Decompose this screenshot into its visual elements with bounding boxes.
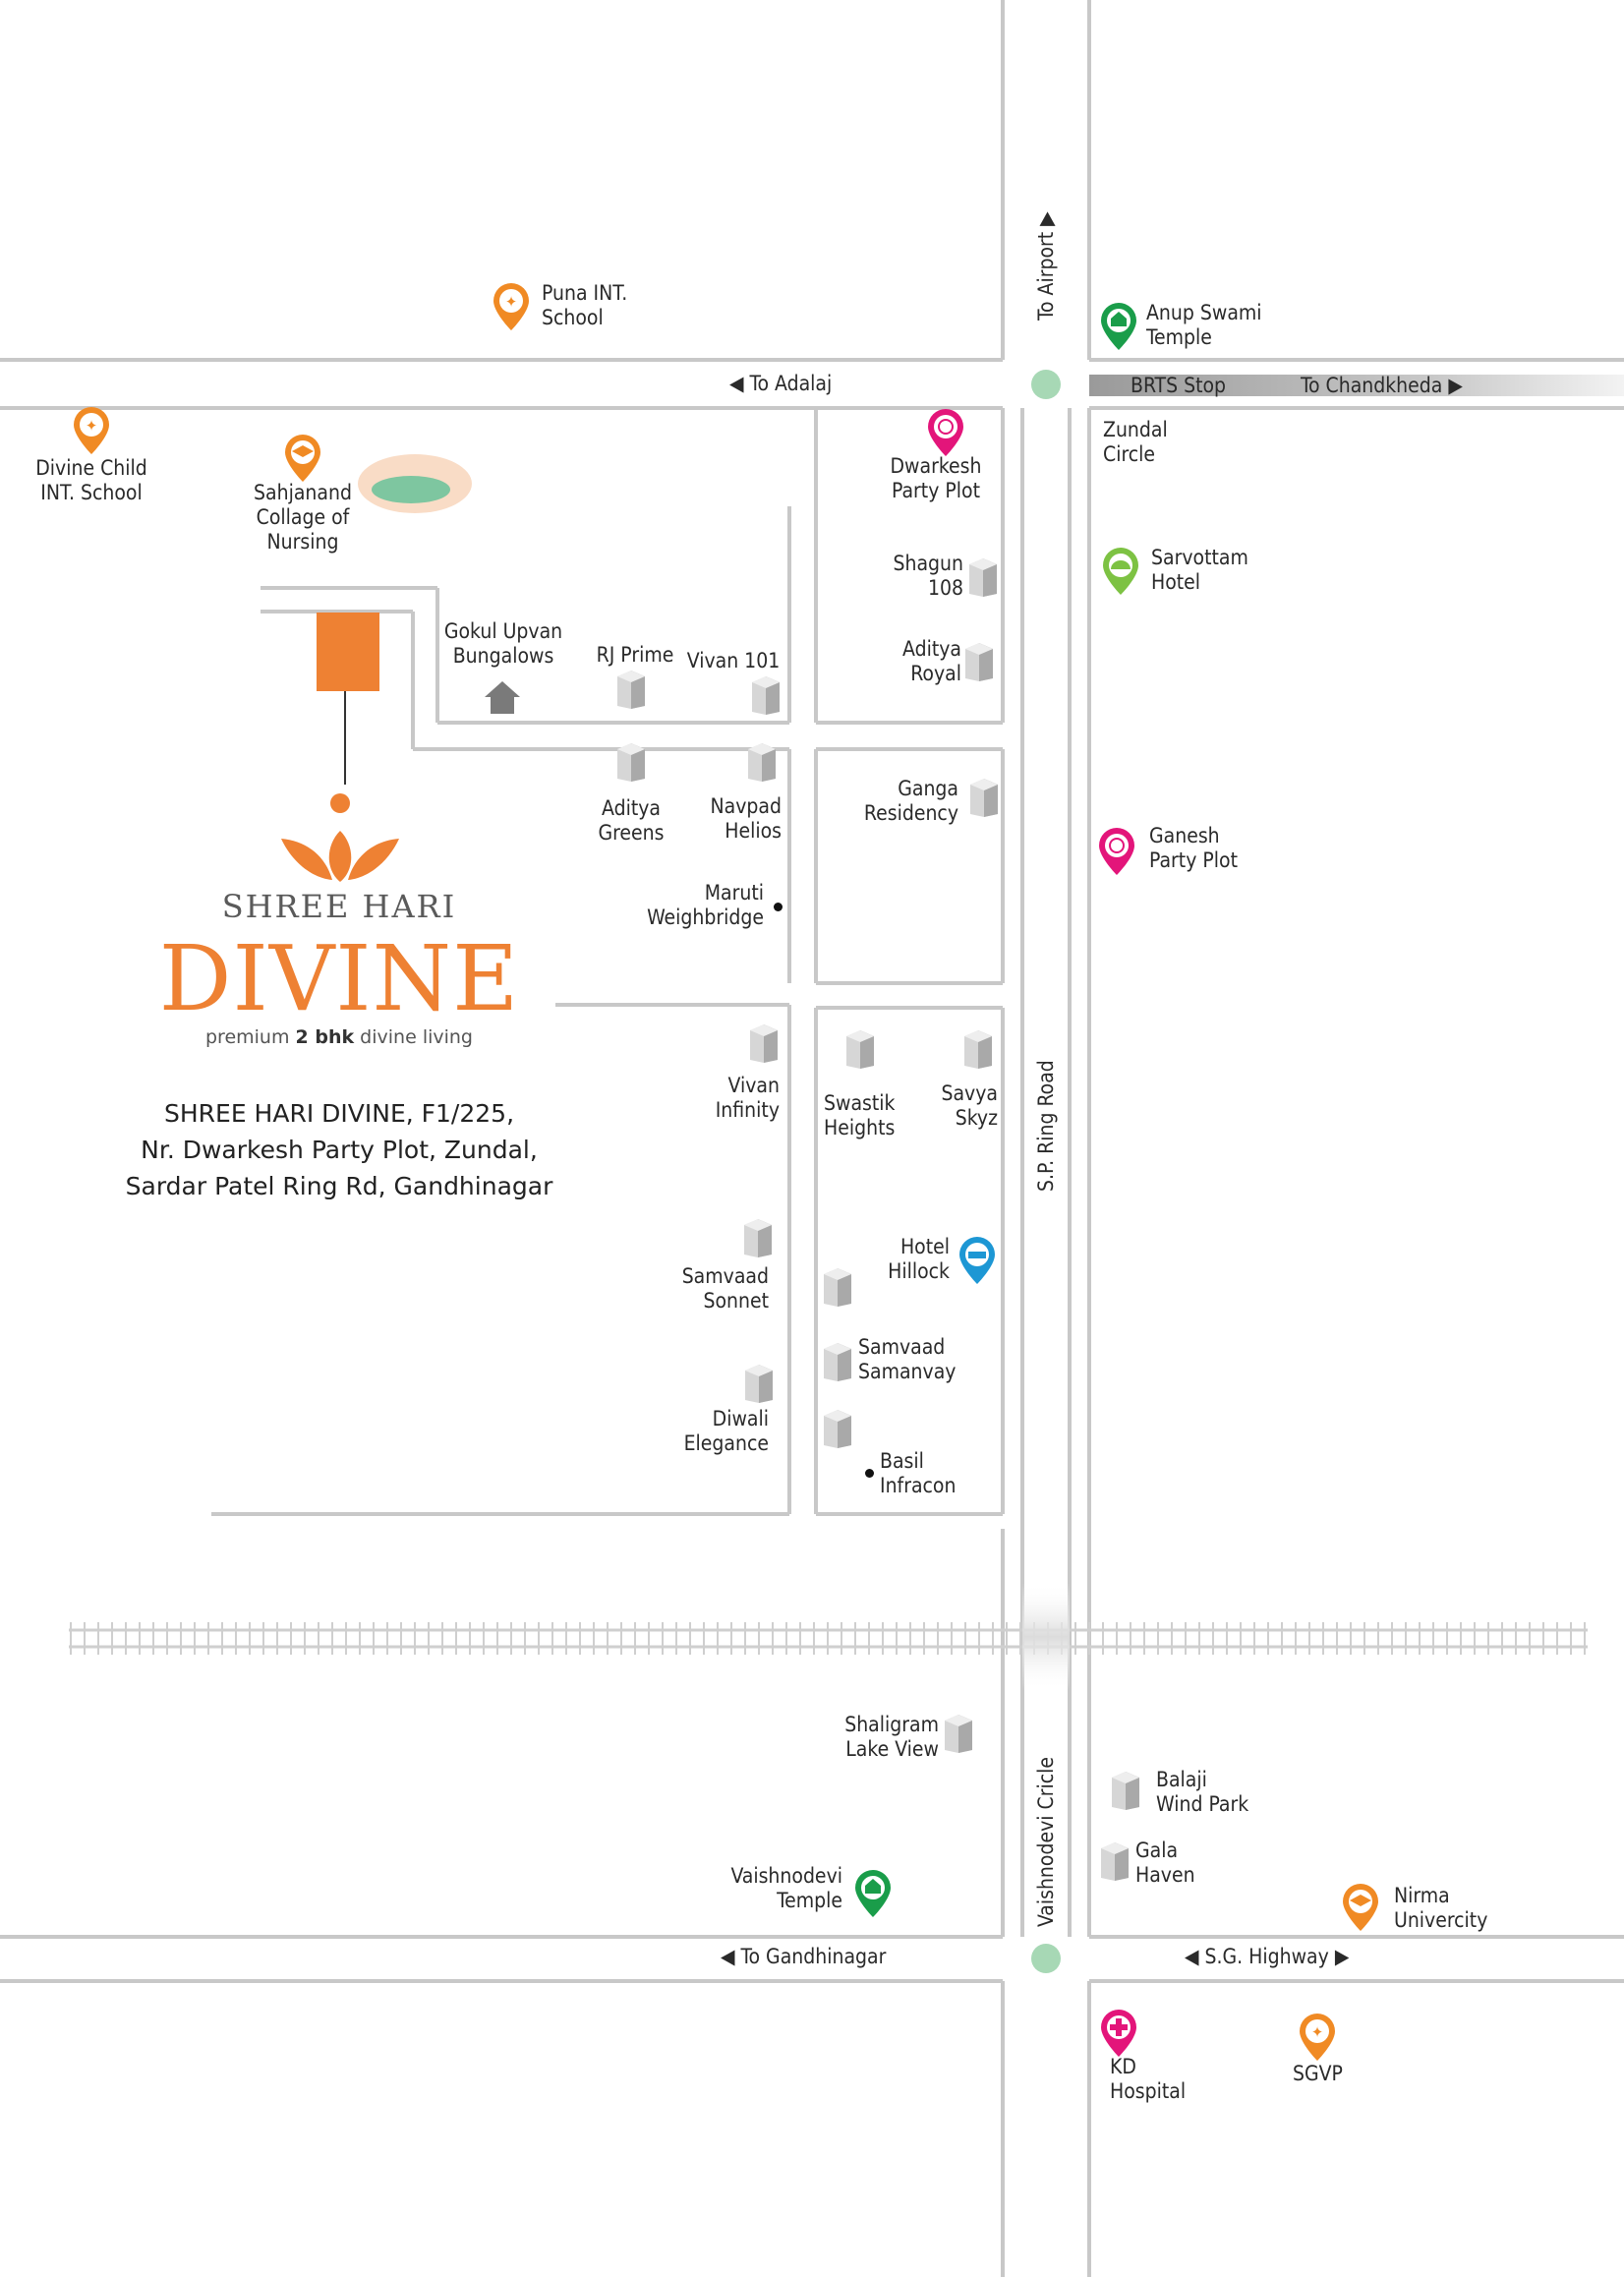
tagline-suffix: divine living <box>360 1026 474 1048</box>
brand-logo: DIVINE <box>158 926 520 1031</box>
building-icon <box>846 1030 874 1069</box>
temple-pin-icon[interactable] <box>853 1868 893 1919</box>
label-diwali-elegance: Diwali Elegance <box>683 1407 769 1455</box>
party-plot-pin-icon[interactable] <box>1097 826 1136 877</box>
label-puna-school: Puna INT. School <box>542 281 628 329</box>
brts-bar <box>1089 375 1624 396</box>
building-icon <box>617 671 645 709</box>
to-adalaj-label: ◀ To Adalaj <box>729 372 833 395</box>
label-maruti-weighbridge: Maruti Weighbridge <box>647 881 764 929</box>
sp-ring-road-label: S.P. Ring Road <box>1034 1060 1058 1192</box>
college-pin-icon[interactable] <box>283 433 322 484</box>
brand-tagline: premium 2 bhk divine living <box>205 1026 473 1048</box>
building-icon <box>824 1343 851 1381</box>
building-icon <box>744 1219 772 1257</box>
label-gala-haven: Gala Haven <box>1135 1839 1195 1887</box>
label-samvaad-sonnet: Samvaad Sonnet <box>681 1264 769 1313</box>
label-ganga-residency: Ganga Residency <box>863 777 958 825</box>
to-gandhinagar-label: ◀ To Gandhinagar <box>721 1945 887 1968</box>
label-sgvp: SGVP <box>1293 2062 1343 2085</box>
arrow-right-icon: ▶ <box>1448 374 1463 397</box>
label-navpad-helios: Navpad Helios <box>710 794 782 843</box>
junction-circle-bottom <box>1031 1944 1061 1973</box>
arrow-left-icon: ◀ <box>1185 1945 1199 1968</box>
building-icon <box>824 1268 851 1307</box>
junction-circle-top <box>1031 370 1061 399</box>
hospital-pin-icon[interactable] <box>1099 2008 1138 2059</box>
tagline-bold: 2 bhk <box>295 1026 355 1048</box>
building-icon <box>945 1715 972 1753</box>
building-icon <box>1101 1842 1129 1881</box>
label-hotel-hillock: Hotel Hillock <box>888 1235 950 1283</box>
label-kd-hospital: KD Hospital <box>1110 2055 1187 2103</box>
arrow-right-icon: ▶ <box>1334 1945 1350 1968</box>
building-icon <box>745 1365 773 1403</box>
building-icon <box>824 1410 851 1448</box>
label-vaishnodevi-temple: Vaishnodevi Temple <box>730 1864 842 1912</box>
label-swastik-heights: Swastik Heights <box>824 1091 896 1139</box>
building-icon <box>750 1024 778 1063</box>
building-icon <box>617 743 645 782</box>
maruti-weighbridge-dot <box>774 903 783 911</box>
label-dwarkesh-party-plot: Dwarkesh Party Plot <box>890 454 982 502</box>
label-gokul-upvan: Gokul Upvan Bungalows <box>443 619 563 668</box>
label-shagun-108: Shagun 108 <box>893 552 963 600</box>
label-shaligram-lake-view: Shaligram Lake View <box>844 1713 939 1761</box>
brand-name: SHREE HARI <box>221 888 457 925</box>
label-divine-child-school: Divine Child INT. School <box>35 456 147 504</box>
vaishnodevi-circle-label: Vaishnodevi Cricle <box>1034 1757 1058 1927</box>
label-vivan-infinity: Vivan Infinity <box>715 1074 780 1122</box>
building-icon <box>964 1030 992 1069</box>
to-chandkheda-label: To Chandkheda ▶ <box>1301 374 1463 397</box>
brts-stop-label: BRTS Stop <box>1131 374 1227 397</box>
tagline-prefix: premium <box>204 1026 290 1048</box>
school-pin-icon[interactable]: ✦ <box>492 281 531 332</box>
party-plot-pin-icon[interactable] <box>926 407 965 458</box>
school-pin-icon[interactable]: ✦ <box>1298 2012 1337 2063</box>
lotus-logo-icon <box>281 793 399 882</box>
label-sahjanand-nursing: Sahjanand Collage of Nursing <box>254 481 352 554</box>
arrow-left-icon: ◀ <box>721 1945 735 1968</box>
railway-track <box>69 1622 1588 1655</box>
svg-text:✦: ✦ <box>505 294 518 311</box>
label-balaji-wind-park: Balaji Wind Park <box>1156 1768 1249 1816</box>
label-ganesh-party-plot: Ganesh Party Plot <box>1149 824 1238 872</box>
sg-highway-label: ◀ S.G. Highway ▶ <box>1185 1945 1350 1968</box>
label-savya-skyz: Savya Skyz <box>941 1081 998 1130</box>
project-site-marker[interactable] <box>317 613 379 691</box>
hotel-bed-pin-icon[interactable] <box>957 1235 997 1286</box>
building-icon <box>1112 1772 1139 1810</box>
building-icon <box>748 743 776 782</box>
temple-pin-icon[interactable] <box>1099 301 1138 352</box>
label-basil-infracon: Basil Infracon <box>880 1449 957 1497</box>
building-icon <box>752 676 780 715</box>
house-icon <box>485 681 520 714</box>
svg-text:✦: ✦ <box>86 418 98 435</box>
hotel-pin-icon[interactable] <box>1101 546 1140 597</box>
building-icon <box>969 558 997 597</box>
label-aditya-greens: Aditya Greens <box>598 796 665 845</box>
label-anup-swami-temple: Anup Swami Temple <box>1146 301 1262 349</box>
label-nirma-university: Nirma Univercity <box>1394 1884 1488 1932</box>
label-samvaad-samanvay: Samvaad Samanvay <box>858 1335 957 1383</box>
college-pin-icon[interactable] <box>1341 1882 1380 1933</box>
arrow-left-icon: ◀ <box>729 372 744 395</box>
basil-infracon-dot <box>865 1469 874 1478</box>
label-sarvottam-hotel: Sarvottam Hotel <box>1151 546 1248 594</box>
label-aditya-royal: Aditya Royal <box>902 637 961 685</box>
arrow-right-icon: ▶ <box>1034 211 1058 226</box>
svg-text:✦: ✦ <box>1311 2024 1324 2041</box>
building-icon <box>970 779 998 817</box>
lake <box>372 476 450 503</box>
label-rj-prime: RJ Prime <box>596 643 674 667</box>
to-airport-label: To Airport ▶ <box>1034 211 1058 321</box>
building-icon <box>965 643 993 681</box>
project-address: SHREE HARI DIVINE, F1/225, Nr. Dwarkesh … <box>125 1099 553 1200</box>
school-pin-icon[interactable]: ✦ <box>72 405 111 456</box>
label-vivan-101: Vivan 101 <box>686 649 781 672</box>
label-zundal-circle: Zundal Circle <box>1103 418 1168 466</box>
